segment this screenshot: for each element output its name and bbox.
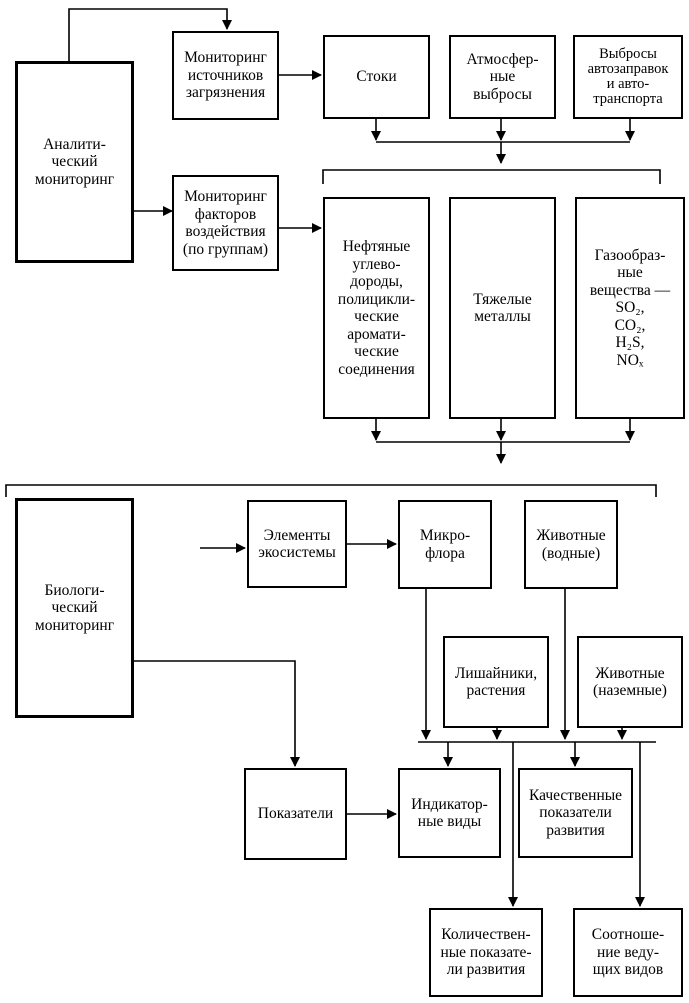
- heavy-metals-label: Тяжелые металлы: [473, 290, 532, 326]
- ecosystem-elements-box: Элементы экосистемы: [247, 500, 347, 588]
- oil-hydrocarbons-box: Нефтяные углево- дороды, полицикли- ческ…: [323, 197, 430, 419]
- qualitative-indicators-label: Качественные показатели развития: [528, 786, 623, 839]
- so2-label: SO₂,: [615, 299, 645, 317]
- qualitative-indicators-box: Качественные показатели развития: [518, 768, 633, 858]
- oil-hydrocarbons-label: Нефтяные углево- дороды, полицикли- ческ…: [337, 238, 416, 378]
- animals-terrestrial-label: Животные (наземные): [593, 664, 667, 700]
- gaseous-substances-text: Газообраз- ные вещества — SO₂, CO₂, H₂S,…: [590, 247, 670, 370]
- arrow-bio-to-indicators: [133, 660, 300, 767]
- animals-terrestrial-box: Животные (наземные): [577, 636, 683, 728]
- animals-aquatic-label: Животные (водные): [536, 527, 606, 562]
- heavy-metals-box: Тяжелые металлы: [449, 197, 556, 419]
- h2s-label: H₂S,: [615, 334, 645, 352]
- ecosystem-elements-label: Элементы экосистемы: [258, 526, 336, 562]
- nox-label: NOₓ: [616, 351, 644, 369]
- analytical-monitoring-label: Аналити- ческий мониторинг: [34, 135, 115, 188]
- quantitative-indicators-label: Количествен- ные показате- ли развития: [440, 926, 532, 979]
- co2-label: CO₂,: [614, 316, 646, 334]
- lichens-plants-box: Лишайники, растения: [443, 636, 549, 728]
- dominant-species-ratio-label: Соотноше- ние веду- щих видов: [591, 926, 665, 979]
- runoff-label: Стоки: [356, 68, 397, 86]
- factors-monitoring-label: Мониторинг факторов воздействия (по груп…: [182, 188, 269, 258]
- lichens-plants-label: Лишайники, растения: [454, 664, 538, 700]
- biological-monitoring-box: Биологи- ческий мониторинг: [15, 498, 134, 718]
- dominant-species-ratio-box: Соотноше- ние веду- щих видов: [573, 908, 683, 997]
- gas-station-emissions-box: Выбросы автозаправок и авто- транспорта: [573, 35, 683, 119]
- indicator-species-label: Индикатор- ные виды: [411, 795, 488, 831]
- gaseous-substances-label: Газообраз- ные вещества —: [589, 246, 671, 299]
- analytical-monitoring-box: Аналити- ческий мониторинг: [15, 61, 134, 263]
- bracket-factors: [322, 169, 661, 184]
- indicator-species-box: Индикатор- ные виды: [398, 768, 501, 858]
- runoff-box: Стоки: [323, 35, 430, 119]
- indicators-label: Показатели: [257, 805, 334, 823]
- indicators-box: Показатели: [244, 768, 347, 860]
- bracket-biological: [5, 484, 657, 497]
- gas-station-emissions-label: Выбросы автозаправок и авто- транспорта: [587, 45, 669, 108]
- microflora-box: Микро- флора: [398, 500, 492, 589]
- gaseous-substances-box: Газообраз- ные вещества — SO₂, CO₂, H₂S,…: [575, 197, 685, 419]
- factors-monitoring-box: Мониторинг факторов воздействия (по груп…: [172, 175, 279, 271]
- quantitative-indicators-box: Количествен- ные показате- ли развития: [429, 908, 543, 997]
- sources-monitoring-box: Мониторинг источников загрязнения: [172, 31, 279, 120]
- atmospheric-emissions-box: Атмосфер- ные выбросы: [449, 35, 556, 119]
- biological-monitoring-label: Биологи- ческий мониторинг: [34, 581, 115, 634]
- atmospheric-emissions-label: Атмосфер- ные выбросы: [466, 50, 539, 103]
- sources-monitoring-label: Мониторинг источников загрязнения: [184, 49, 267, 102]
- microflora-label: Микро- флора: [419, 527, 471, 562]
- animals-aquatic-box: Животные (водные): [524, 500, 618, 589]
- arrow-analytical-to-sources: [68, 8, 232, 61]
